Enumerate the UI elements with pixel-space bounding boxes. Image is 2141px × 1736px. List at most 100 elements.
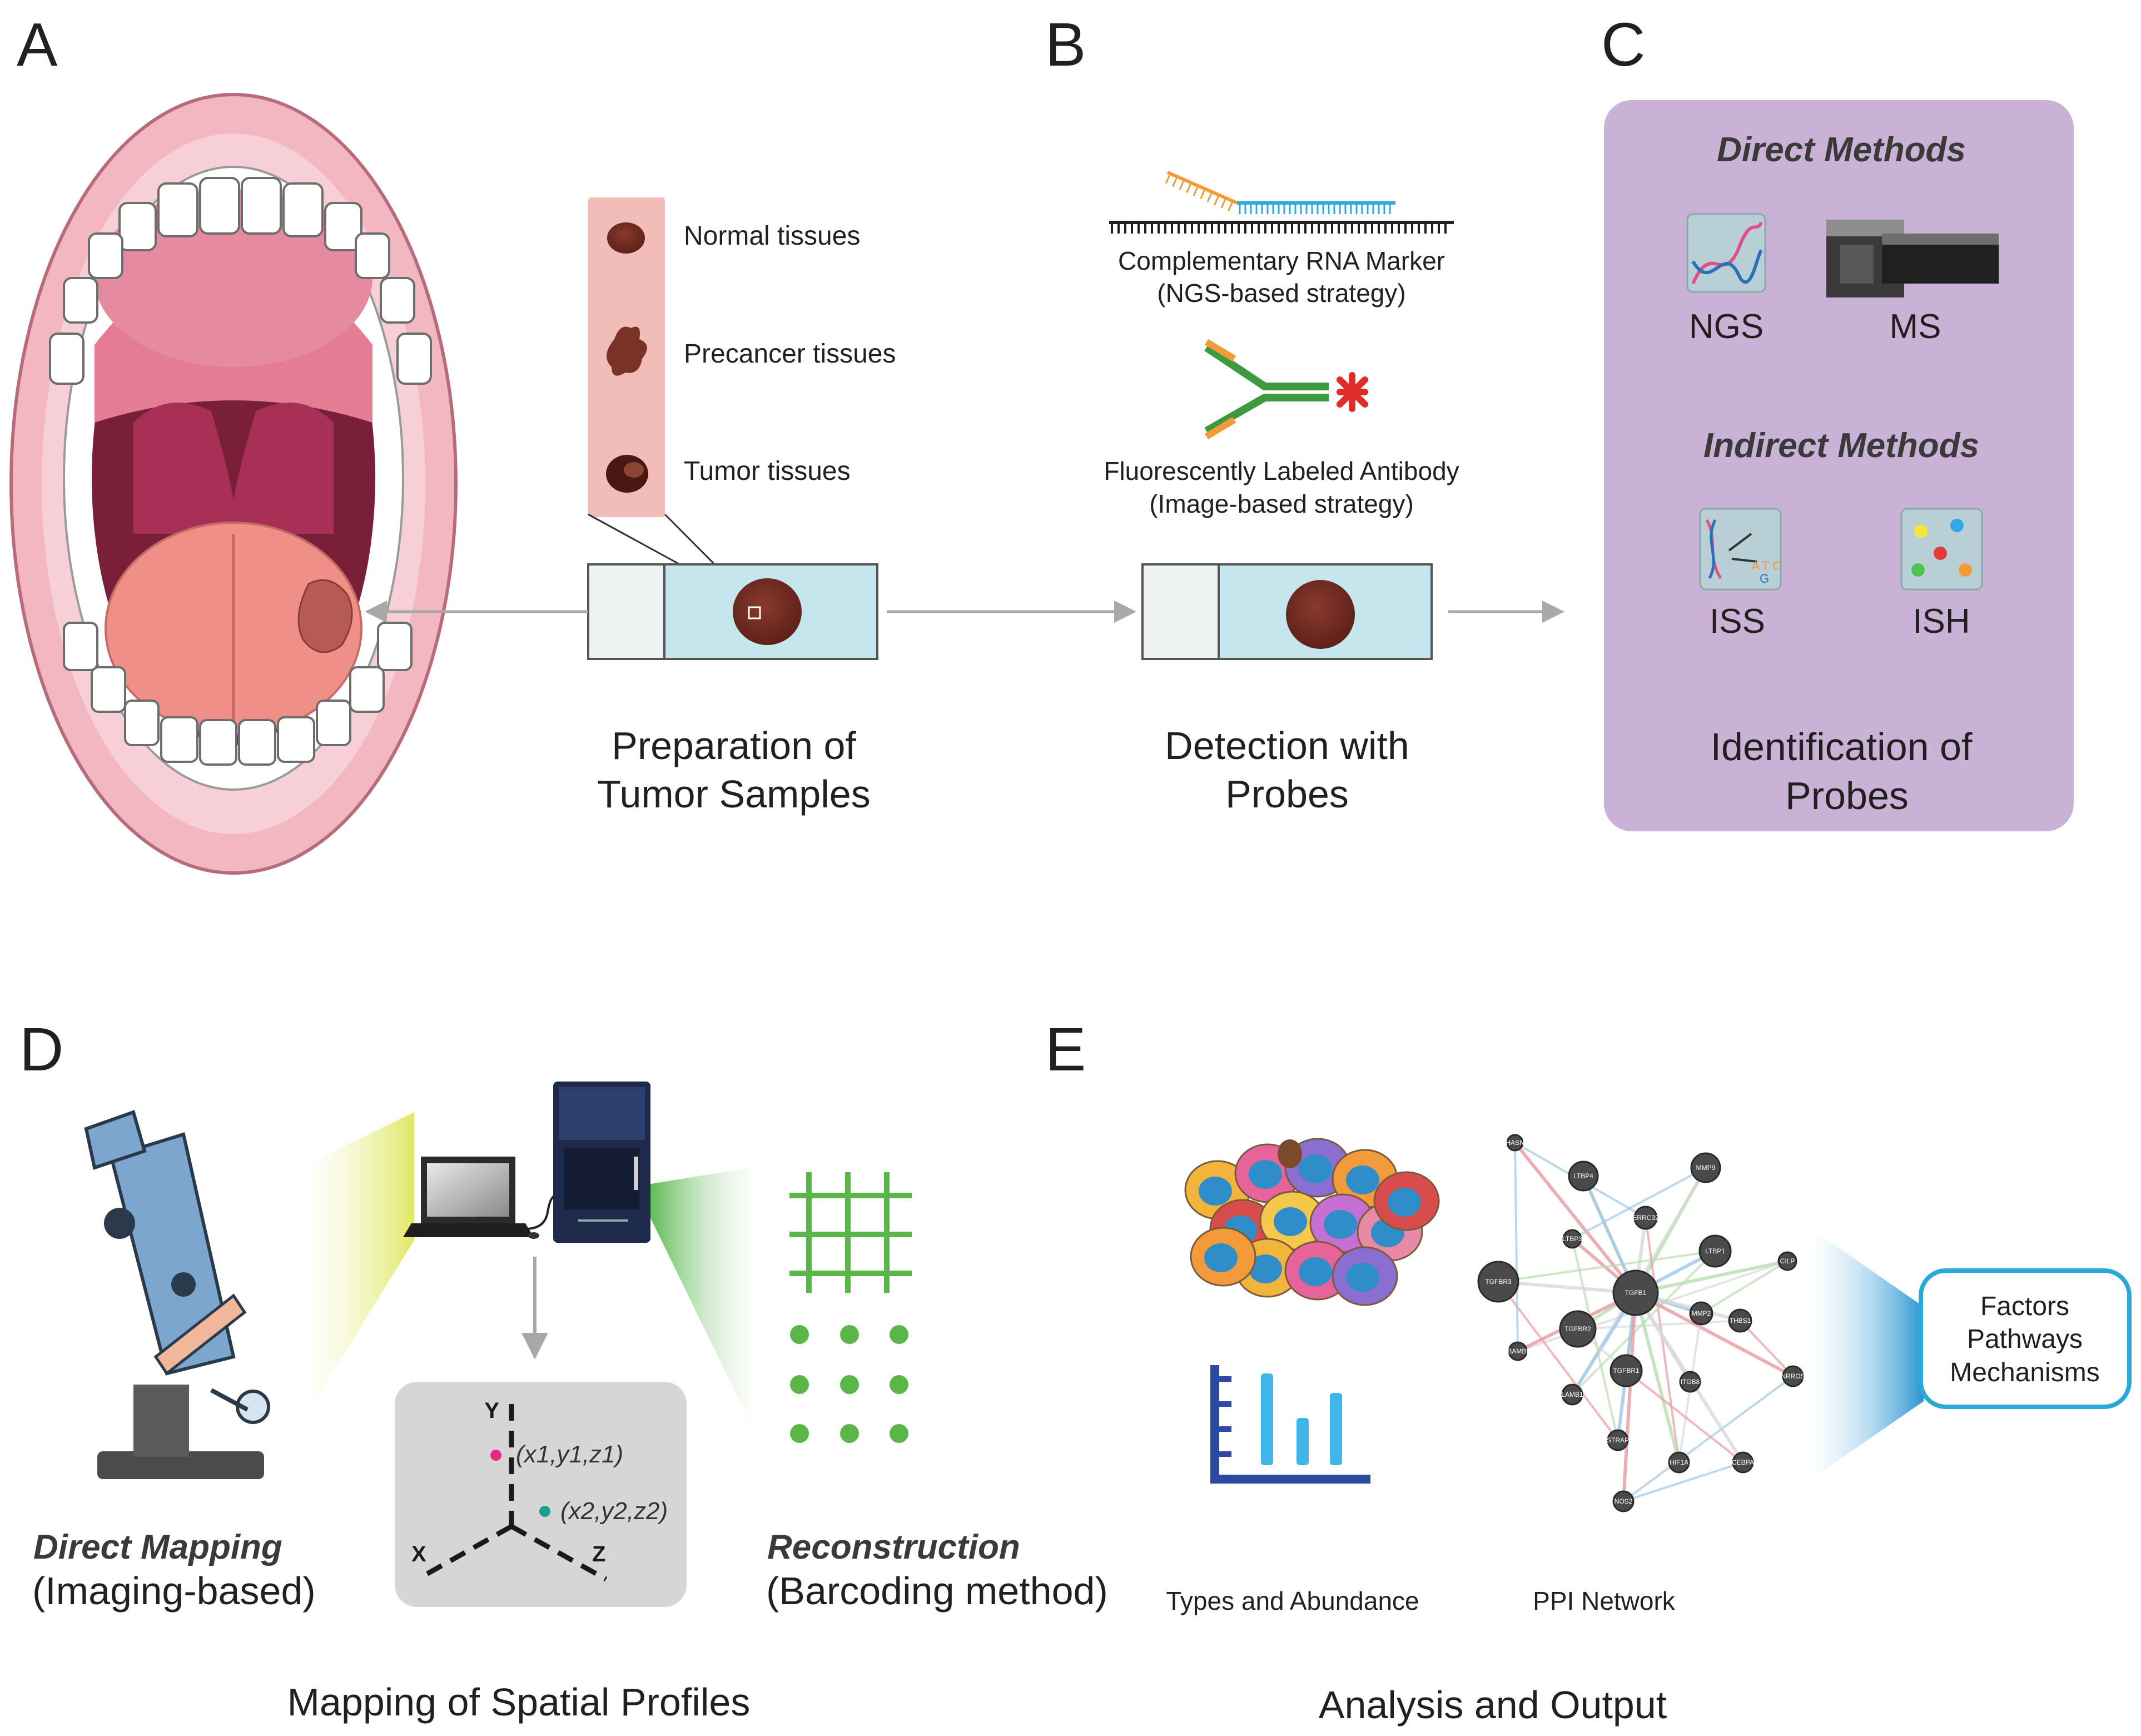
barcode-dot [840,1325,859,1344]
open-mouth-illustration [9,93,458,875]
method-ms: MS [1890,307,1941,346]
cell-nucleus [1199,1177,1232,1206]
fluorescent-antibody-icon [1204,339,1368,440]
panel-b-caption-line1: Detection with [1165,724,1409,767]
method-ish: ISH [1913,602,1970,641]
point1-label: (x1,y1,z1) [516,1441,623,1468]
panel-a-caption-line1: Preparation of [612,724,856,767]
ppi-node [1561,1383,1583,1406]
indirect-methods-title: Indirect Methods [1703,426,1979,465]
green-light-beam [648,1168,751,1423]
ppi-node-label: NOS2 [1615,1497,1633,1505]
normal-tissue-icon [607,222,645,254]
ppi-node [1668,1451,1690,1474]
coordinate-system-box [395,1382,687,1607]
axis-x-label: X [411,1542,426,1566]
barcode-dot [790,1424,809,1443]
panel-d-caption: Mapping of Spatial Profiles [287,1680,751,1724]
barcode-dot [790,1375,809,1394]
probe2-line2: (Image-based strategy) [1149,489,1414,518]
barcode-grid [789,1172,912,1293]
cell [1278,1139,1302,1168]
ppi-node-label: LTBP4 [1573,1172,1593,1180]
cell-nucleus [1346,1165,1379,1194]
cell-nucleus [1249,1160,1282,1189]
yellow-light-beam [311,1112,414,1407]
ppi-node [1508,1341,1528,1361]
ppi-node [1698,1234,1732,1268]
panel-letter-b: B [1045,11,1086,79]
cell-nucleus [1388,1188,1421,1217]
barcode-dot [840,1375,859,1394]
ngs-icon [1686,213,1766,293]
blue-output-beam [1815,1232,1924,1476]
barcode-dot [890,1424,908,1443]
ppi-node-label: ERRC32 [1632,1214,1659,1222]
direct-mapping-subtitle: (Imaging-based) [32,1569,316,1613]
ppi-node [1612,1490,1635,1512]
ppi-node [1612,1269,1659,1316]
ppi-node [1732,1451,1754,1474]
sequencer-icon [553,1082,650,1243]
panel-letter-c: C [1601,11,1645,79]
ppi-node [1610,1354,1643,1387]
methods-box [1604,100,2074,831]
cell-nucleus [1299,1257,1332,1286]
cell-nucleus [1324,1210,1357,1239]
ppi-network: HASNLTBP4MMP9ERRC32LTBP3LTBP1CILPTGFBR3T… [1477,1134,1805,1512]
microscope-icon [84,1110,270,1479]
ppi-node [1506,1134,1524,1152]
direct-mapping-title: Direct Mapping [33,1528,282,1566]
output-pathways: Pathways [1967,1325,2083,1354]
ppi-node-label: STRAP [1607,1436,1629,1444]
tissue-label-precancer: Precancer tissues [684,339,896,369]
ppi-node [1568,1160,1599,1192]
ppi-node [1777,1251,1797,1271]
rna-marker-icon [1109,171,1454,234]
cell-nucleus [1249,1254,1282,1283]
ppi-node-label: HASN [1506,1139,1524,1147]
cell-nucleus [1346,1263,1379,1292]
tissue-label-tumor: Tumor tissues [684,457,851,486]
point1-dot [490,1450,501,1461]
ppi-node-label: MMP9 [1696,1164,1716,1172]
ppi-node-label: THBS1 [1730,1317,1751,1325]
ppi-node-label: TGFBR1 [1613,1367,1640,1375]
ppi-node-label: ITGB8 [1681,1378,1700,1386]
ppi-node [1477,1261,1519,1303]
ppi-node-label: TGFBR3 [1485,1278,1512,1286]
panel-letter-d: D [19,1015,63,1084]
reconstruction-title: Reconstruction [767,1528,1020,1566]
ish-icon [1900,508,1983,591]
ppi-node [1689,1301,1713,1326]
probed-slide [1141,563,1433,660]
cell-cluster-icon [1184,1138,1440,1306]
probe1-line2: (NGS-based strategy) [1157,279,1405,307]
ppi-node [1562,1229,1582,1249]
bar-chart-icon [1210,1365,1370,1484]
ppi-node [1679,1371,1701,1393]
barcode-dot [890,1325,908,1344]
ppi-node [1559,1310,1597,1348]
barcode-dot [790,1325,809,1344]
output-mechanisms: Mechanisms [1950,1358,2099,1387]
svg-text:G: G [1760,572,1769,586]
types-abundance-label: Types and Abundance [1166,1586,1419,1615]
output-box [1919,1268,2132,1409]
ppi-node-label: CILP [1780,1257,1795,1265]
ppi-node [1690,1152,1721,1183]
axis-y-label: Y [484,1398,499,1423]
output-factors: Factors [1980,1292,2069,1321]
ppi-node-label: CEBPA [1732,1459,1754,1466]
panel-e-caption: Analysis and Output [1319,1683,1667,1727]
ppi-node [1728,1308,1752,1333]
point2-label: (x2,y2,z2) [560,1497,668,1525]
direct-methods-title: Direct Methods [1717,131,1966,169]
ppi-node-label: BAMBI [1507,1347,1528,1355]
probe1-line1: Complementary RNA Marker [1118,246,1445,275]
ppi-network-label: PPI Network [1533,1586,1676,1615]
probe2-line1: Fluorescently Labeled Antibody [1104,457,1459,485]
mass-spectrometer-icon [1826,220,1999,297]
barcode-dot [890,1375,908,1394]
